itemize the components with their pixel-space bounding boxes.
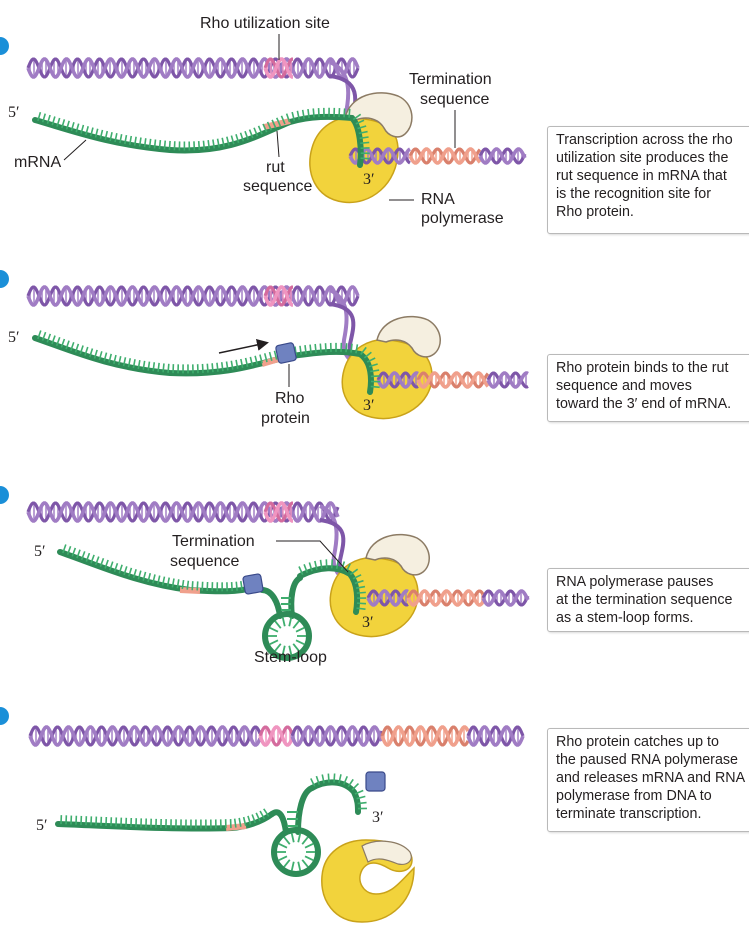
rut-label: rut [266,159,285,176]
rna-polymerase-label-line2: polymerase [421,210,504,227]
rut-site-helix-segment [263,57,294,79]
dna-helix-end [478,147,527,165]
loop-bases [277,833,315,871]
rut-site-helix-segment [258,725,294,747]
panel-1: Rho utilization site Termination sequenc… [8,15,527,227]
dna-helix-end [481,589,530,607]
termination-sequence-label-line1: Termination [409,71,492,88]
mrna-strand [57,549,361,615]
termination-leader [276,540,349,573]
caption-line: utilization site produces the [556,150,729,166]
five-prime-label: 5′ [36,817,48,834]
three-prime-label: 3′ [372,809,384,826]
rho-protein-label-line2: protein [261,410,310,427]
step-3-marker [0,486,9,504]
dna-helix-downstream [366,589,409,607]
rut-sequence-label: sequence [243,178,312,195]
caption-line: Transcription across the rho [556,132,733,148]
released-rna-polymerase [321,839,415,923]
dna-helix [26,501,340,523]
caption-line: and releases mRNA and RNA [556,770,746,786]
caption-step-3: RNA polymerase pauses at the termination… [547,568,749,632]
rho-protein [365,771,386,792]
five-prime-label: 5′ [8,329,20,346]
rho-protein-label-line1: Rho [275,390,304,407]
rut-leader [276,130,280,158]
rna-polymerase [329,533,430,638]
loop-bases [268,617,306,655]
stem-loop [259,575,312,661]
termination-sequence-label-line2: sequence [420,91,489,108]
rut-site-helix-segment [263,501,294,523]
termination-helix-segment [408,147,482,165]
caption-line: polymerase from DNA to [556,788,712,804]
caption-step-4: Rho protein catches up to the paused RNA… [547,728,749,832]
rho-protein [242,573,264,595]
caption-step-1: Transcription across the rho utilization… [547,126,749,234]
dna-helix-mid [290,725,384,747]
dna-helix-downstream [376,371,419,389]
step-1-marker [0,37,9,55]
dna-helix [28,725,262,747]
five-prime-label: 5′ [8,104,20,121]
dna-helix [26,285,360,307]
caption-line: at the termination sequence [556,592,733,608]
dna-helix-end [486,371,529,389]
mrna-bases-3prime [310,773,367,810]
termination-sequence-label-line1: Termination [172,533,255,550]
caption-line: rut sequence in mRNA that [556,168,727,184]
mrna-bases [37,107,370,160]
step-4-marker [0,707,9,725]
three-prime-label: 3′ [363,397,375,414]
caption-line: RNA polymerase pauses [556,574,714,590]
three-prime-label: 3′ [363,171,375,188]
stem-loop-label: Stem-loop [254,649,327,666]
step-2-marker [0,270,9,288]
three-prime-label: 3′ [362,614,374,631]
mrna-label: mRNA [14,154,61,171]
termination-helix-segment [406,589,485,607]
caption-line: Rho protein binds to the rut [556,360,729,376]
termination-helix-segment [380,725,470,747]
movement-arrow [218,339,269,354]
five-prime-label: 5′ [34,543,46,560]
mrna-leader [63,139,87,161]
caption-line: Rho protein catches up to [556,734,719,750]
mrna-bases [62,544,248,592]
caption-line: is the recognition site for [556,186,711,202]
caption-line: the paused RNA polymerase [556,752,738,768]
caption-line: Rho protein. [556,204,634,220]
caption-line: terminate transcription. [556,806,702,822]
caption-step-2: Rho protein binds to the rut sequence an… [547,354,749,422]
panel-2: 5′ Rho protein 3′ [8,285,529,427]
termination-helix-segment [416,371,490,389]
dna-helix [26,57,360,79]
rut-site-helix-segment [263,285,294,307]
mrna-strand [32,113,364,168]
mrna-bases [60,808,270,829]
rna-polymerase-label-line1: RNA [421,191,455,208]
panel-3: 5′ Termination sequence Stem-loop 3′ [26,501,530,666]
panel-4: 5′ 3′ [28,725,525,923]
dna-helix-end [466,725,525,747]
rho-protein [275,342,297,364]
termination-sequence-label-line2: sequence [170,553,239,570]
caption-line: as a stem-loop forms. [556,610,694,626]
mrna-bases-3prime [298,559,367,611]
stem-loop [269,785,321,877]
rho-utilization-site-label: Rho utilization site [200,15,330,32]
rna-polymerase [341,315,441,420]
caption-line: sequence and moves [556,378,692,394]
caption-line: toward the 3′ end of mRNA. [556,396,732,412]
